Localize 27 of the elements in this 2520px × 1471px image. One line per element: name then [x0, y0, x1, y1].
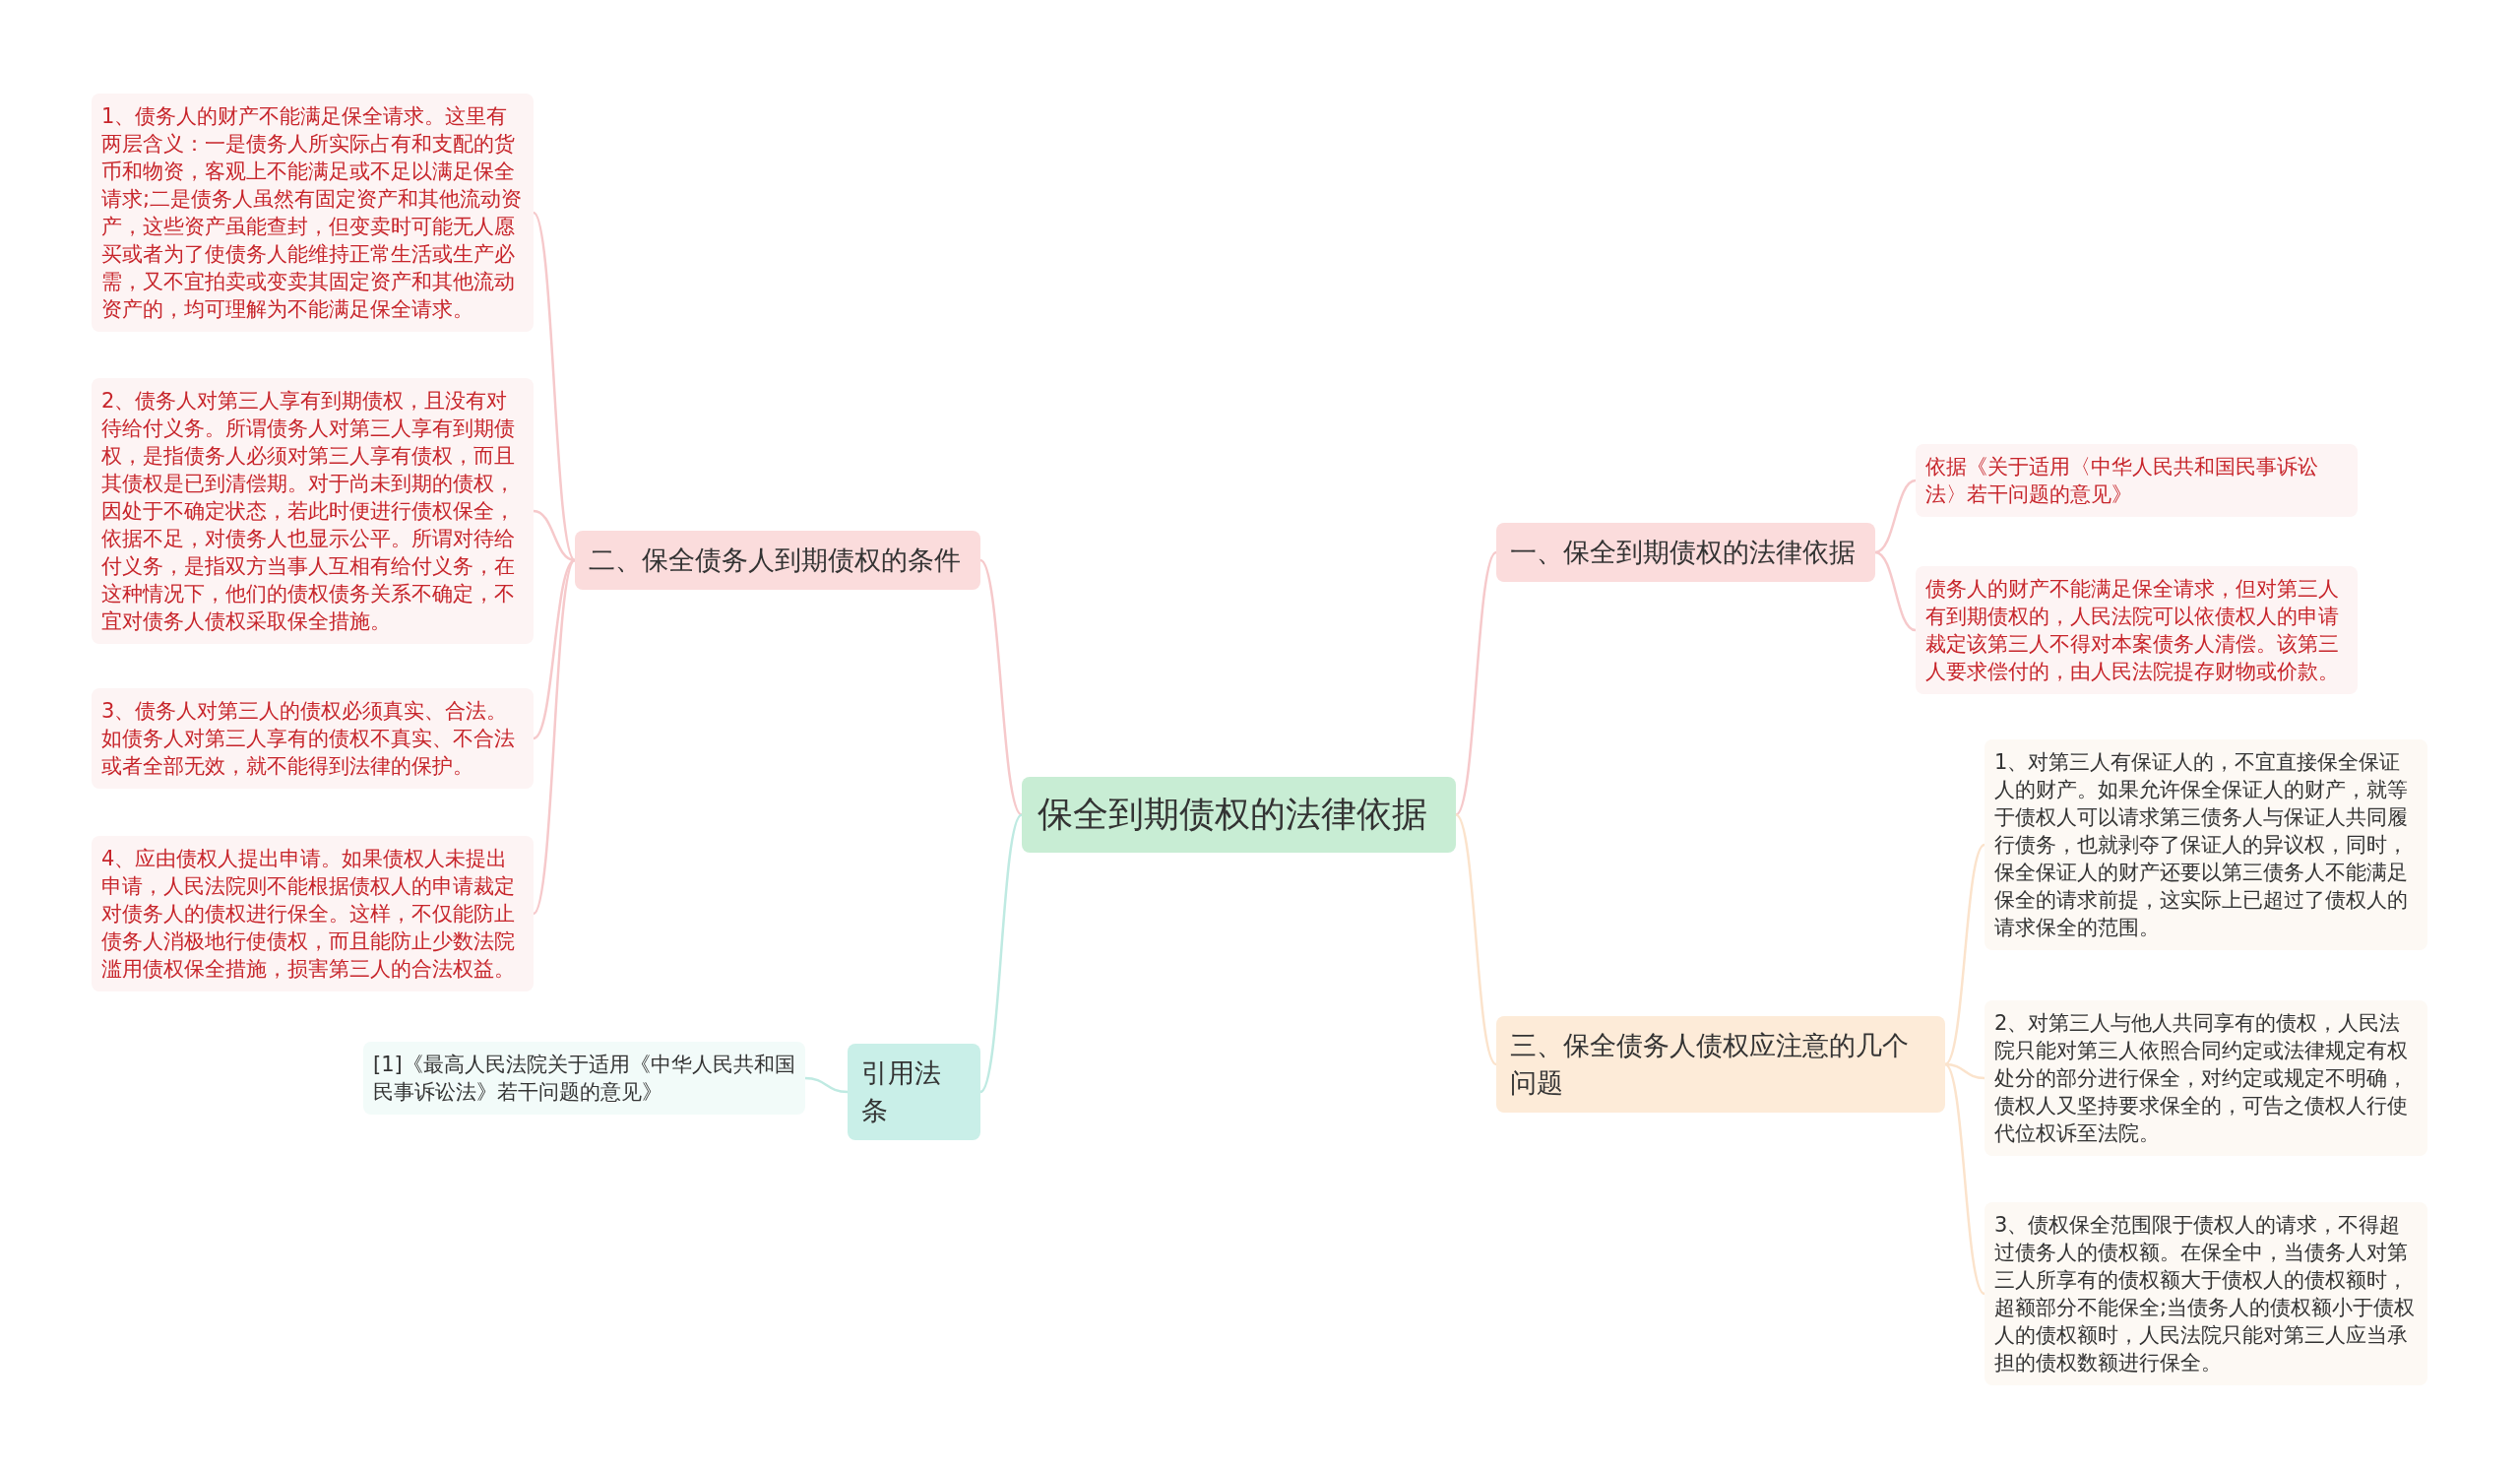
connector-line — [1455, 813, 1497, 1065]
branch-topic-box: 一、保全到期债权的法律依据 — [1496, 523, 1875, 582]
text-card: 2、债务人对第三人享有到期债权，且没有对待给付义务。所谓债务人对第三人享有到期债权，是指债务人必须对第三人享有债权，而且其债权是已到清偿期。对于尚未到期的债权，因处于不确定状态，若此时便进行债权保全，依据不足，对债务人也显示公平。所谓对待给付义务，是指双方当事人互相有给付义务，在这种情况下，他们的债权债务关系不确定，不宜对债务人债权采取保全措施。 — [92, 378, 534, 644]
connector-line — [1455, 551, 1497, 816]
branch-topic-box: 三、保全债务人债权应注意的几个问题 — [1496, 1016, 1945, 1113]
connector-line — [532, 212, 577, 561]
connector-line — [1874, 479, 1917, 554]
text-card: [1]《最高人民法院关于适用《中华人民共和国民事诉讼法》若干问题的意见》 — [363, 1042, 805, 1115]
connector-line — [804, 1076, 849, 1094]
connector-line — [533, 509, 576, 562]
connector-line — [1874, 550, 1917, 632]
branch-topic-box: 二、保全债务人到期债权的条件 — [575, 531, 980, 590]
text-card: 3、债权保全范围限于债权人的请求，不得超过债务人的债权额。在保全中，当债务人对第三人所享有的债权额大于债权人的债权额时，超额部分不能保全;当债务人的债权额小于债权人的债权额时，人民法院只能对第三人应当承担的债权数额进行保全。 — [1984, 1202, 2427, 1385]
text-card: 3、债务人对第三人的债权必须真实、合法。如债务人对第三人享有的债权不真实、不合法或者全部无效，就不能得到法律的保护。 — [92, 688, 534, 789]
text-card: 4、应由债权人提出申请。如果债权人未提出申请，人民法院则不能根据债权人的申请裁定对债务人的债权进行保全。这样，不仅能防止债务人消极地行使债权，而且能防止少数法院滥用债权保全措施，损害第三人的合法权益。 — [92, 836, 534, 991]
connector-line — [979, 813, 1023, 1093]
text-card: 依据《关于适用〈中华人民共和国民事诉讼法〉若干问题的意见》 — [1916, 444, 2358, 517]
text-card: 1、债务人的财产不能满足保全请求。这里有两层含义：一是债务人所实际占有和支配的货币和物资，客观上不能满足或不足以满足保全请求;二是债务人虽然有固定资产和其他流动资产，这些资产虽能查封，但变卖时可能无人愿买或者为了使债务人能维持正常生活或生产必需，又不宜拍卖或变卖其固定资产和其他流动资产的，均可理解为不能满足保全请求。 — [92, 94, 534, 332]
text-card: 1、对第三人有保证人的，不宜直接保全保证人的财产。如果允许保全保证人的财产，就等于债权人可以请求第三债务人与保证人共同履行债务，也就剥夺了保证人的异议权，同时，保全保证人的财产还要以第三债务人不能满足保全的请求前提，这实际上已超过了债权人的请求保全的范围。 — [1984, 739, 2427, 950]
central-topic-box: 保全到期债权的法律依据 — [1022, 777, 1456, 853]
text-card: 债务人的财产不能满足保全请求，但对第三人有到期债权的，人民法院可以依债权人的申请裁定该第三人不得对本案债务人清偿。该第三人要求偿付的，由人民法院提存财物或价款。 — [1916, 566, 2358, 694]
connector-line — [1944, 844, 1985, 1065]
connector-line — [1944, 1063, 1985, 1295]
branch-topic-box: 引用法条 — [848, 1044, 980, 1140]
text-card: 2、对第三人与他人共同享有的债权，人民法院只能对第三人依照合同约定或法律规定有权处分的部分进行保全，对约定或规定不明确，债权人又坚持要求保全的，可告之债权人行使代位权诉至法院。 — [1984, 1000, 2427, 1156]
connector-line — [979, 559, 1023, 816]
connector-line — [532, 559, 577, 915]
